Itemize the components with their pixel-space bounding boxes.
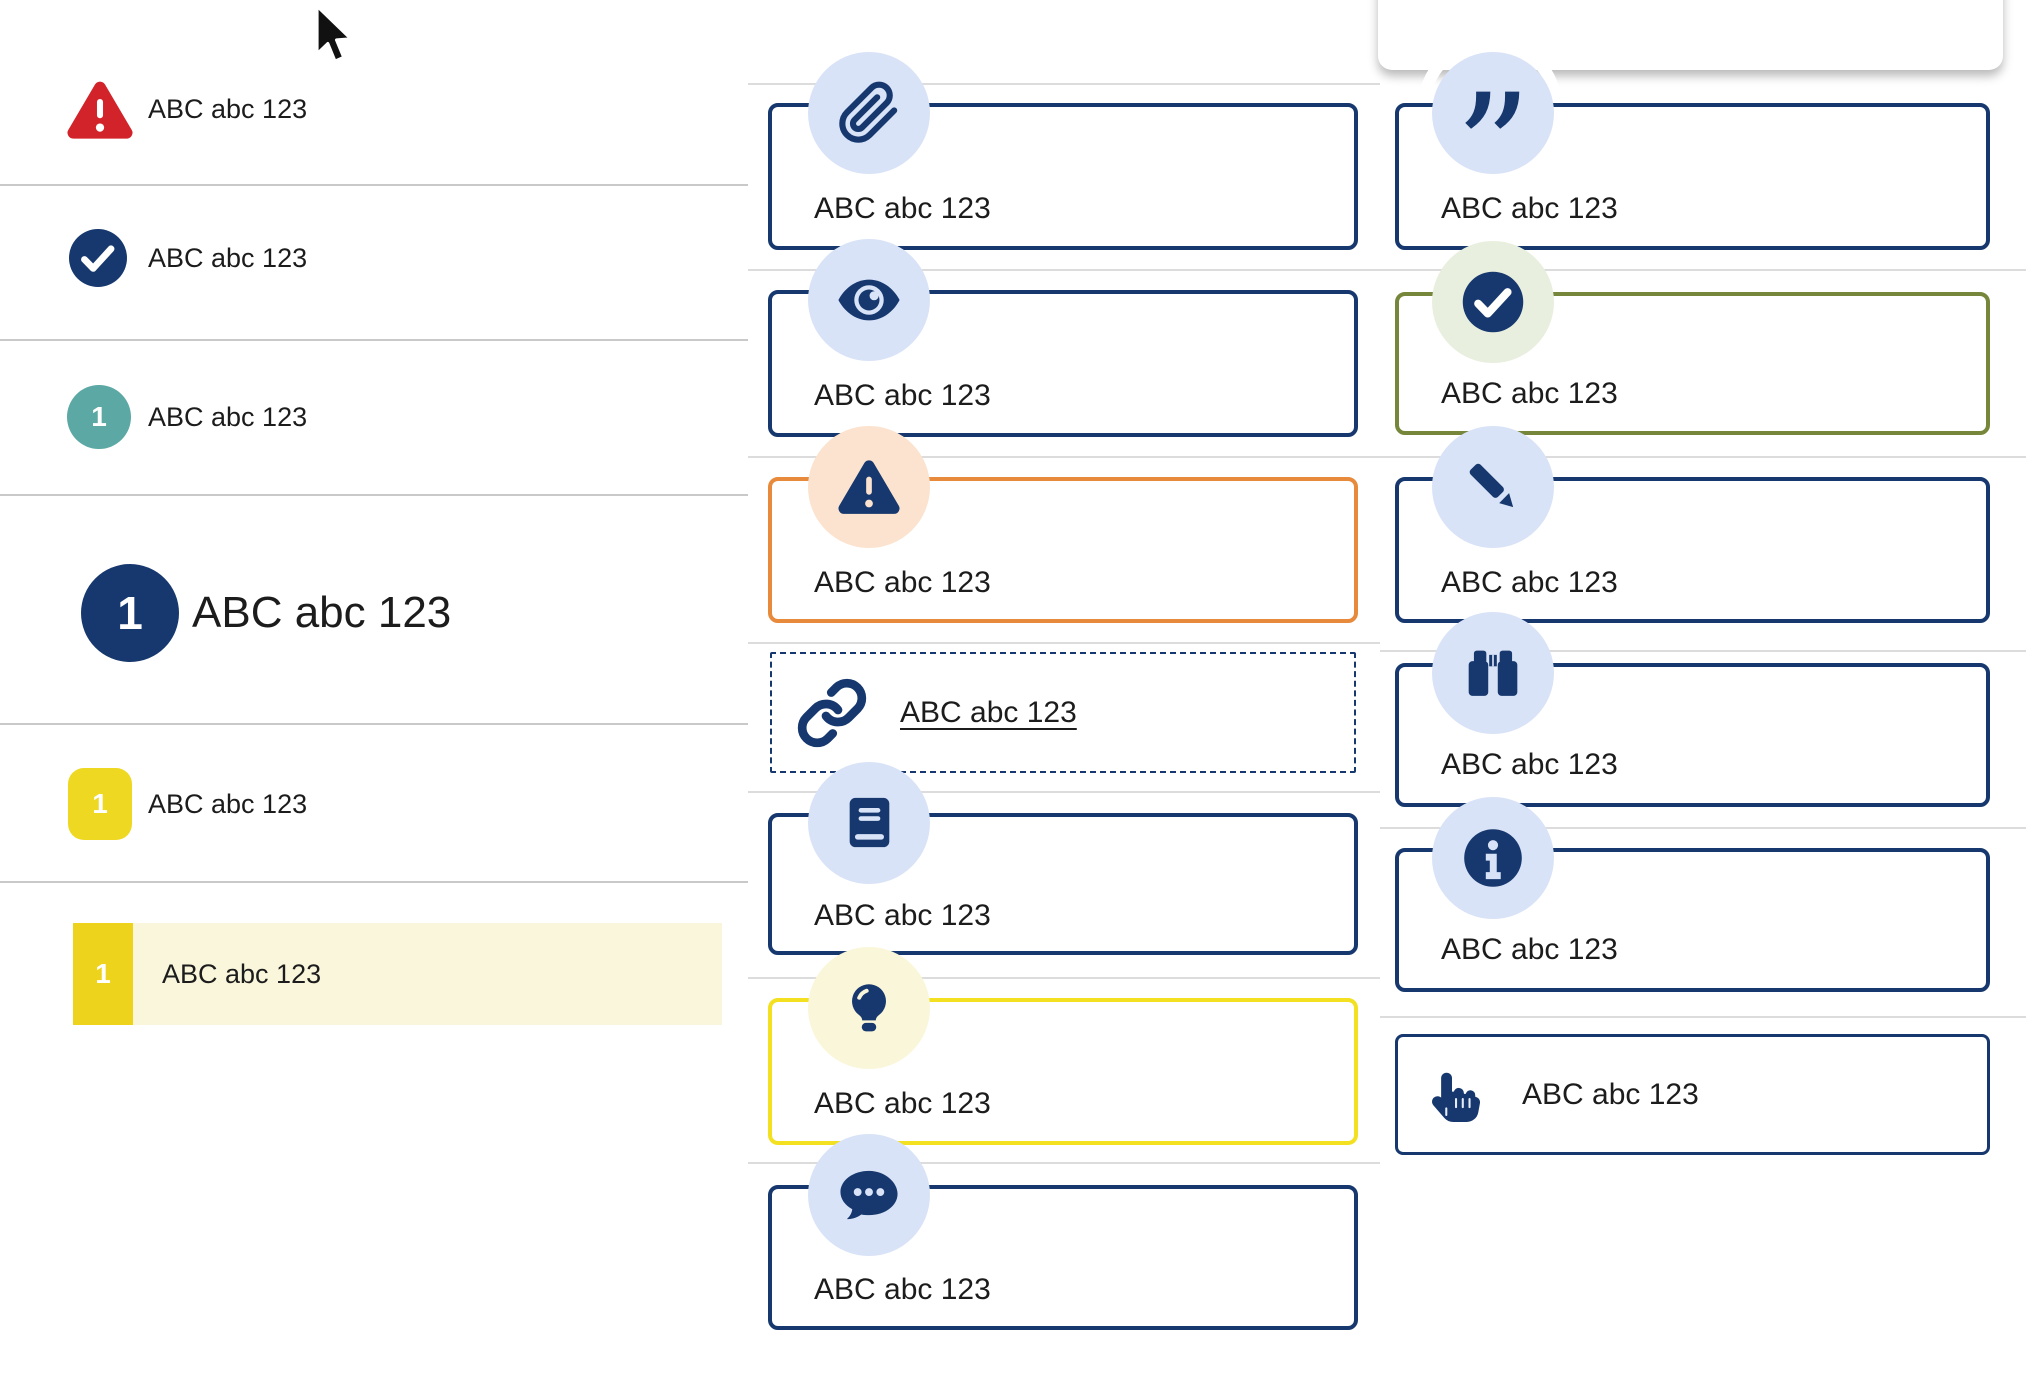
- callout-reference: ABC abc 123: [768, 762, 1358, 955]
- section-divider: [748, 791, 1380, 793]
- list-item-label: ABC abc 123: [148, 94, 308, 124]
- callout-label: ABC abc 123: [814, 566, 991, 599]
- number-badge-teal: 1: [67, 385, 131, 449]
- mouse-cursor-icon: [307, 4, 355, 79]
- number-badge-yellow: 1: [68, 768, 132, 840]
- list-item-label: ABC abc 123: [148, 243, 308, 273]
- number-badge-large: 1: [81, 564, 179, 662]
- callout-label: ABC abc 123: [814, 379, 991, 412]
- callout-link[interactable]: ABC abc 123: [770, 652, 1356, 773]
- callout-link-label[interactable]: ABC abc 123: [900, 695, 1077, 729]
- callout-label: ABC abc 123: [814, 1087, 991, 1120]
- callout-success: ABC abc 123: [1395, 241, 1990, 435]
- quote-icon: ”: [1432, 52, 1554, 197]
- list-item-label: ABC abc 123: [162, 959, 322, 989]
- callout-label: ABC abc 123: [1441, 566, 1618, 599]
- eye-icon: [808, 239, 930, 361]
- list-divider: [0, 881, 748, 883]
- lightbulb-icon: [808, 947, 930, 1069]
- callout-label: ABC abc 123: [1441, 377, 1618, 410]
- callout-action[interactable]: ABC abc 123: [1395, 1034, 1990, 1155]
- callout-label: ABC abc 123: [1441, 748, 1618, 781]
- info-icon: [1432, 797, 1554, 919]
- callout-tip: ABC abc 123: [768, 947, 1358, 1145]
- callout-label: ABC abc 123: [1441, 192, 1618, 225]
- callout-label: ABC abc 123: [814, 1273, 991, 1306]
- section-divider: [748, 456, 1380, 458]
- warning-triangle-icon: [808, 426, 930, 548]
- section-divider: [748, 269, 1380, 271]
- list-divider: [0, 339, 748, 341]
- list-divider: [0, 494, 748, 496]
- list-item-label: ABC abc 123: [148, 402, 308, 432]
- section-divider: [748, 1162, 1380, 1164]
- section-divider: [748, 977, 1380, 979]
- link-icon: [796, 677, 868, 749]
- binoculars-icon: [1432, 612, 1554, 734]
- callout-label: ABC abc 123: [814, 192, 991, 225]
- section-divider: [748, 642, 1380, 644]
- section-divider: [1380, 456, 2026, 458]
- pencil-icon: [1432, 426, 1554, 548]
- badge-number: 1: [95, 958, 111, 989]
- section-divider: [1380, 650, 2026, 652]
- callout-label: ABC abc 123: [814, 899, 991, 932]
- list-item-label-large: ABC abc 123: [192, 588, 452, 637]
- callout-attachment: ABC abc 123: [768, 52, 1358, 250]
- chat-dots-icon: [808, 1134, 930, 1256]
- callout-quote: ” ABC abc 123: [1395, 52, 1990, 250]
- callout-explore: ABC abc 123: [1395, 612, 1990, 807]
- section-divider: [1380, 827, 2026, 829]
- list-divider: [0, 723, 748, 725]
- check-circle-icon: [1432, 241, 1554, 363]
- callout-info: ABC abc 123: [1395, 797, 1990, 992]
- list-divider: [0, 184, 748, 186]
- check-circle-icon: [69, 229, 127, 287]
- callout-action-label[interactable]: ABC abc 123: [1522, 1077, 1699, 1111]
- callout-view: ABC abc 123: [768, 239, 1358, 437]
- callout-label: ABC abc 123: [1441, 933, 1618, 966]
- callout-edit: ABC abc 123: [1395, 426, 1990, 623]
- number-badge-yellow-square: 1: [73, 923, 133, 1025]
- badge-number: 1: [92, 788, 108, 819]
- paperclip-icon: [808, 52, 930, 174]
- badge-number: 1: [91, 401, 107, 432]
- highlighted-row-background: [73, 923, 722, 1025]
- book-icon: [808, 762, 930, 884]
- section-divider: [748, 83, 1380, 85]
- callout-comment: ABC abc 123: [768, 1134, 1358, 1330]
- section-divider: [1380, 1016, 2026, 1018]
- badge-number: 1: [117, 587, 143, 639]
- hand-point-up-icon: [1422, 1066, 1482, 1124]
- callout-warning: ABC abc 123: [768, 426, 1358, 623]
- warning-triangle-icon: [67, 78, 133, 142]
- section-divider: [1380, 269, 2026, 271]
- list-item-label: ABC abc 123: [148, 789, 308, 819]
